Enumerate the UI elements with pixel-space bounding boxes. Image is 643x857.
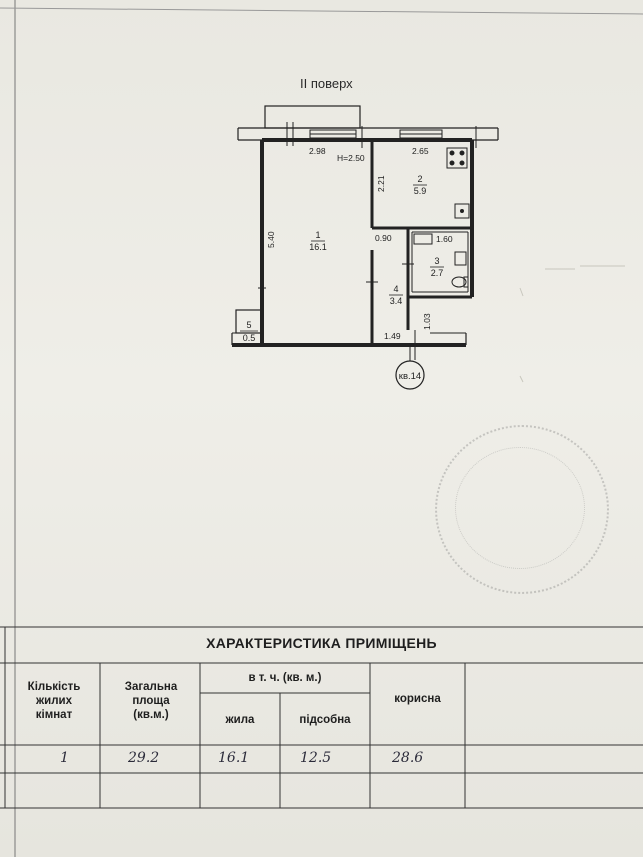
room-area: 3.4 — [390, 296, 403, 306]
dim-top-left: 2.98 — [309, 146, 326, 156]
room-5-label: 5 0.5 — [240, 320, 258, 343]
height-label: H=2.50 — [337, 153, 365, 163]
faint-marks — [519, 265, 625, 383]
characteristics-table — [0, 626, 643, 809]
windows — [309, 129, 443, 139]
kitchen-sink-icon — [454, 203, 470, 219]
outer-walls — [231, 105, 499, 347]
header-including: в т. ч. (кв. м.) — [248, 672, 322, 684]
room-number: 3 — [434, 256, 439, 266]
room-2-label: 2 5.9 — [413, 174, 427, 196]
room-3-label: 3 2.7 — [430, 256, 444, 278]
header-living: жила — [225, 714, 255, 726]
room-area: 2.7 — [431, 268, 444, 278]
dim-bath-width: 1.60 — [436, 234, 453, 244]
interior-walls — [370, 140, 472, 345]
room-number: 5 — [246, 320, 251, 330]
value-living: 16.1 — [218, 750, 250, 766]
dim-left-height: 5.40 — [266, 231, 276, 248]
dim-hall-width: 1.49 — [384, 331, 401, 341]
room-number: 2 — [417, 174, 422, 184]
stamp-inner-ring — [455, 447, 585, 569]
dim-door-width: 0.90 — [375, 233, 392, 243]
value-useful: 28.6 — [392, 750, 424, 766]
header-rooms: Кількість жилих кімнат — [27, 681, 81, 721]
page-frame-top — [0, 7, 643, 15]
toilet-icon — [451, 276, 469, 288]
room-area: 16.1 — [309, 242, 327, 252]
header-total-area: Загальна площа (кв.м.) — [124, 681, 178, 721]
floor-title: ІІ поверх — [300, 76, 353, 91]
header-useful: корисна — [394, 693, 441, 705]
room-area: 5.9 — [414, 186, 427, 196]
bathtub-icon — [413, 233, 433, 245]
dim-kitchen-height: 2.21 — [376, 175, 386, 192]
dim-top-right: 2.65 — [412, 146, 429, 156]
room-1-label: 1 16.1 — [309, 230, 327, 252]
room-4-label: 4 3.4 — [389, 284, 403, 306]
apartment-label: кв.14 — [399, 371, 421, 382]
table-title: ХАРАКТЕРИСТИКА ПРИМІЩЕНЬ — [206, 635, 437, 651]
value-auxiliary: 12.5 — [300, 750, 332, 766]
stamp-outline — [435, 425, 609, 594]
room-number: 1 — [315, 230, 320, 240]
kitchen-stove-icon — [446, 147, 468, 169]
room-area: 0.5 — [243, 333, 256, 343]
value-total-area: 29.2 — [128, 750, 160, 766]
room-number: 4 — [393, 284, 398, 294]
washbasin-icon — [454, 251, 467, 266]
door-marks — [258, 122, 477, 360]
header-auxiliary: підсобна — [299, 714, 351, 726]
value-rooms: 1 — [60, 750, 69, 766]
dim-hall-depth: 1.03 — [422, 313, 432, 330]
